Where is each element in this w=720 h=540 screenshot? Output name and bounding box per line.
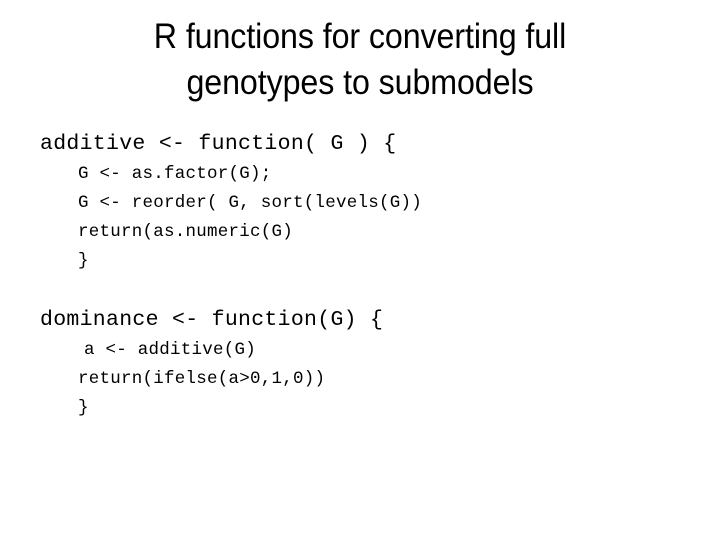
code-line: G <- as.factor(G); [78, 164, 272, 184]
code-line: dominance <- function(G) { [40, 308, 384, 332]
page-title-line-2: genotypes to submodels [186, 63, 534, 102]
code-block-dominance: dominance <- function(G) { a <- additive… [40, 304, 700, 423]
code-line: return(as.numeric(G) [78, 222, 294, 242]
page-title-line-1: R functions for converting full [153, 17, 567, 56]
page-title: R functions for converting full genotype… [29, 14, 691, 106]
code-line: additive <- function( G ) { [40, 132, 397, 156]
code-line: return(ifelse(a>0,1,0)) [78, 369, 326, 389]
code-body: additive <- function( G ) { G <- as.fact… [40, 128, 700, 423]
code-line: G <- reorder( G, sort(levels(G)) [78, 193, 423, 213]
code-line: } [78, 251, 89, 271]
code-line: } [78, 398, 89, 418]
code-line: a <- additive(G) [84, 340, 257, 360]
code-block-additive: additive <- function( G ) { G <- as.fact… [40, 128, 700, 276]
